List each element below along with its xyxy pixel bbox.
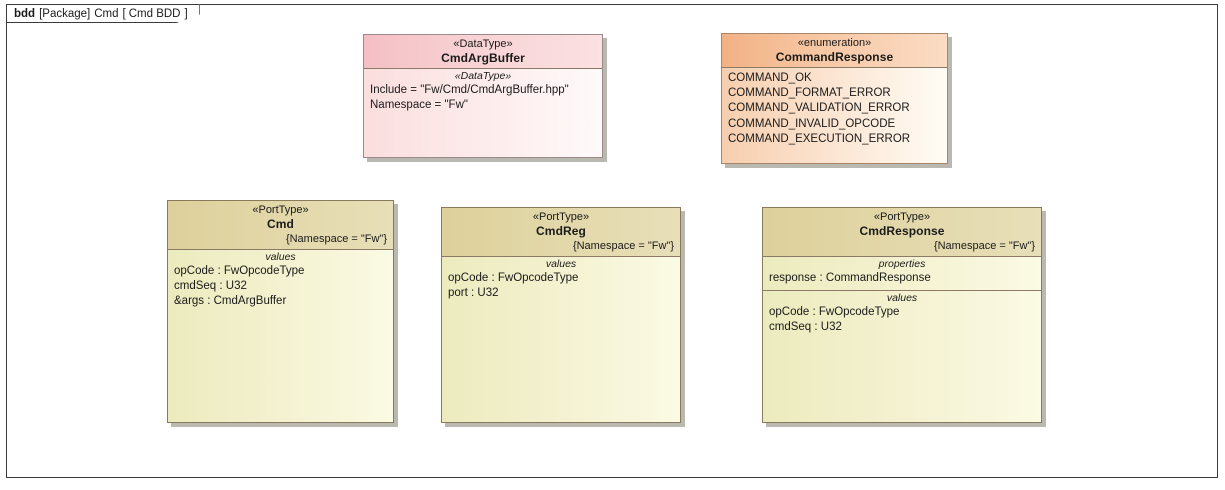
cmdresponse-value-row: opCode : FwOpcodeType: [769, 306, 900, 319]
commandresponse-header: «enumeration» CommandResponse: [722, 34, 947, 68]
cmdresponse-empty-fill: [763, 339, 1041, 422]
cmdargbuffer-name: CmdArgBuffer: [441, 50, 525, 65]
cmdreg-value-row: opCode : FwOpcodeType: [448, 272, 579, 285]
cmdresponse-values-compartment: values opCode : FwOpcodeType cmdSeq : U3…: [763, 290, 1041, 340]
cmd-name: Cmd: [267, 216, 294, 231]
cmd-empty-fill: [168, 313, 393, 422]
enum-literal: COMMAND_OK: [728, 72, 812, 85]
cmd-stereotype: «PortType»: [252, 204, 309, 216]
commandresponse-name: CommandResponse: [775, 49, 894, 64]
cmd-tagged-value: {Namespace = "Fw"}: [285, 233, 387, 246]
commandresponse-literals-compartment: COMMAND_OK COMMAND_FORMAT_ERROR COMMAND_…: [722, 67, 947, 163]
cmdresponse-header: «PortType» CmdResponse {Namespace = "Fw"…: [763, 208, 1041, 257]
cmdresponse-property-row: response : CommandResponse: [769, 272, 931, 285]
cmd-header: «PortType» Cmd {Namespace = "Fw"}: [168, 201, 393, 250]
cmdargbuffer-stereotype: «DataType»: [453, 38, 513, 50]
cmdargbuffer-compartment-title: «DataType»: [454, 70, 512, 83]
enum-literal: COMMAND_VALIDATION_ERROR: [728, 102, 910, 115]
node-commandresponse[interactable]: «enumeration» CommandResponse COMMAND_OK…: [721, 33, 948, 164]
cmdargbuffer-row: Namespace = "Fw": [370, 99, 468, 112]
node-cmdreg[interactable]: «PortType» CmdReg {Namespace = "Fw"} val…: [441, 207, 681, 423]
cmdresponse-values-title: values: [886, 292, 918, 305]
cmdargbuffer-body-compartment: «DataType» Include = "Fw/Cmd/CmdArgBuffe…: [364, 68, 602, 157]
cmdreg-value-row: port : U32: [448, 287, 499, 300]
cmdresponse-properties-compartment: properties response : CommandResponse: [763, 256, 1041, 291]
commandresponse-stereotype: «enumeration»: [797, 37, 872, 49]
cmdargbuffer-row: Include = "Fw/Cmd/CmdArgBuffer.hpp": [370, 84, 569, 97]
diagram-kind-label: bdd: [14, 7, 36, 20]
cmdresponse-name: CmdResponse: [859, 223, 945, 238]
cmd-values-compartment: values opCode : FwOpcodeType cmdSeq : U3…: [168, 249, 393, 314]
cmdresponse-stereotype: «PortType»: [873, 211, 931, 223]
cmdresponse-properties-title: properties: [878, 258, 926, 271]
cmd-value-row: cmdSeq : U32: [174, 280, 247, 293]
cmdreg-header: «PortType» CmdReg {Namespace = "Fw"}: [442, 208, 680, 257]
cmd-value-row: opCode : FwOpcodeType: [174, 265, 305, 278]
enum-literal: COMMAND_EXECUTION_ERROR: [728, 132, 911, 145]
cmdargbuffer-header: «DataType» CmdArgBuffer: [364, 35, 602, 69]
cmd-value-row: &args : CmdArgBuffer: [174, 295, 287, 308]
enum-literal: COMMAND_FORMAT_ERROR: [728, 87, 891, 100]
diagram-bracket-open: [: [122, 7, 126, 20]
cmdreg-empty-fill: [442, 305, 680, 422]
enum-literal: COMMAND_INVALID_OPCODE: [728, 117, 896, 130]
node-cmdargbuffer[interactable]: «DataType» CmdArgBuffer «DataType» Inclu…: [363, 34, 603, 158]
cmdreg-tagged-value: {Namespace = "Fw"}: [572, 240, 674, 253]
cmdreg-name: CmdReg: [536, 223, 586, 238]
node-cmd[interactable]: «PortType» Cmd {Namespace = "Fw"} values…: [167, 200, 394, 423]
diagram-bracket-close: ]: [184, 7, 188, 20]
node-cmdresponse[interactable]: «PortType» CmdResponse {Namespace = "Fw"…: [762, 207, 1042, 423]
diagram-package-name: Cmd: [94, 7, 119, 20]
diagram-frame-heading: bdd [Package] Cmd [ Cmd BDD ]: [6, 4, 200, 23]
diagram-package-tag: [Package]: [39, 7, 91, 20]
cmdreg-values-title: values: [545, 258, 577, 271]
cmdreg-values-compartment: values opCode : FwOpcodeType port : U32: [442, 256, 680, 306]
cmdreg-stereotype: «PortType»: [532, 211, 590, 223]
cmd-values-title: values: [265, 251, 296, 264]
cmdresponse-value-row: cmdSeq : U32: [769, 321, 842, 334]
diagram-name: Cmd BDD: [128, 7, 181, 20]
cmdresponse-tagged-value: {Namespace = "Fw"}: [933, 240, 1035, 253]
